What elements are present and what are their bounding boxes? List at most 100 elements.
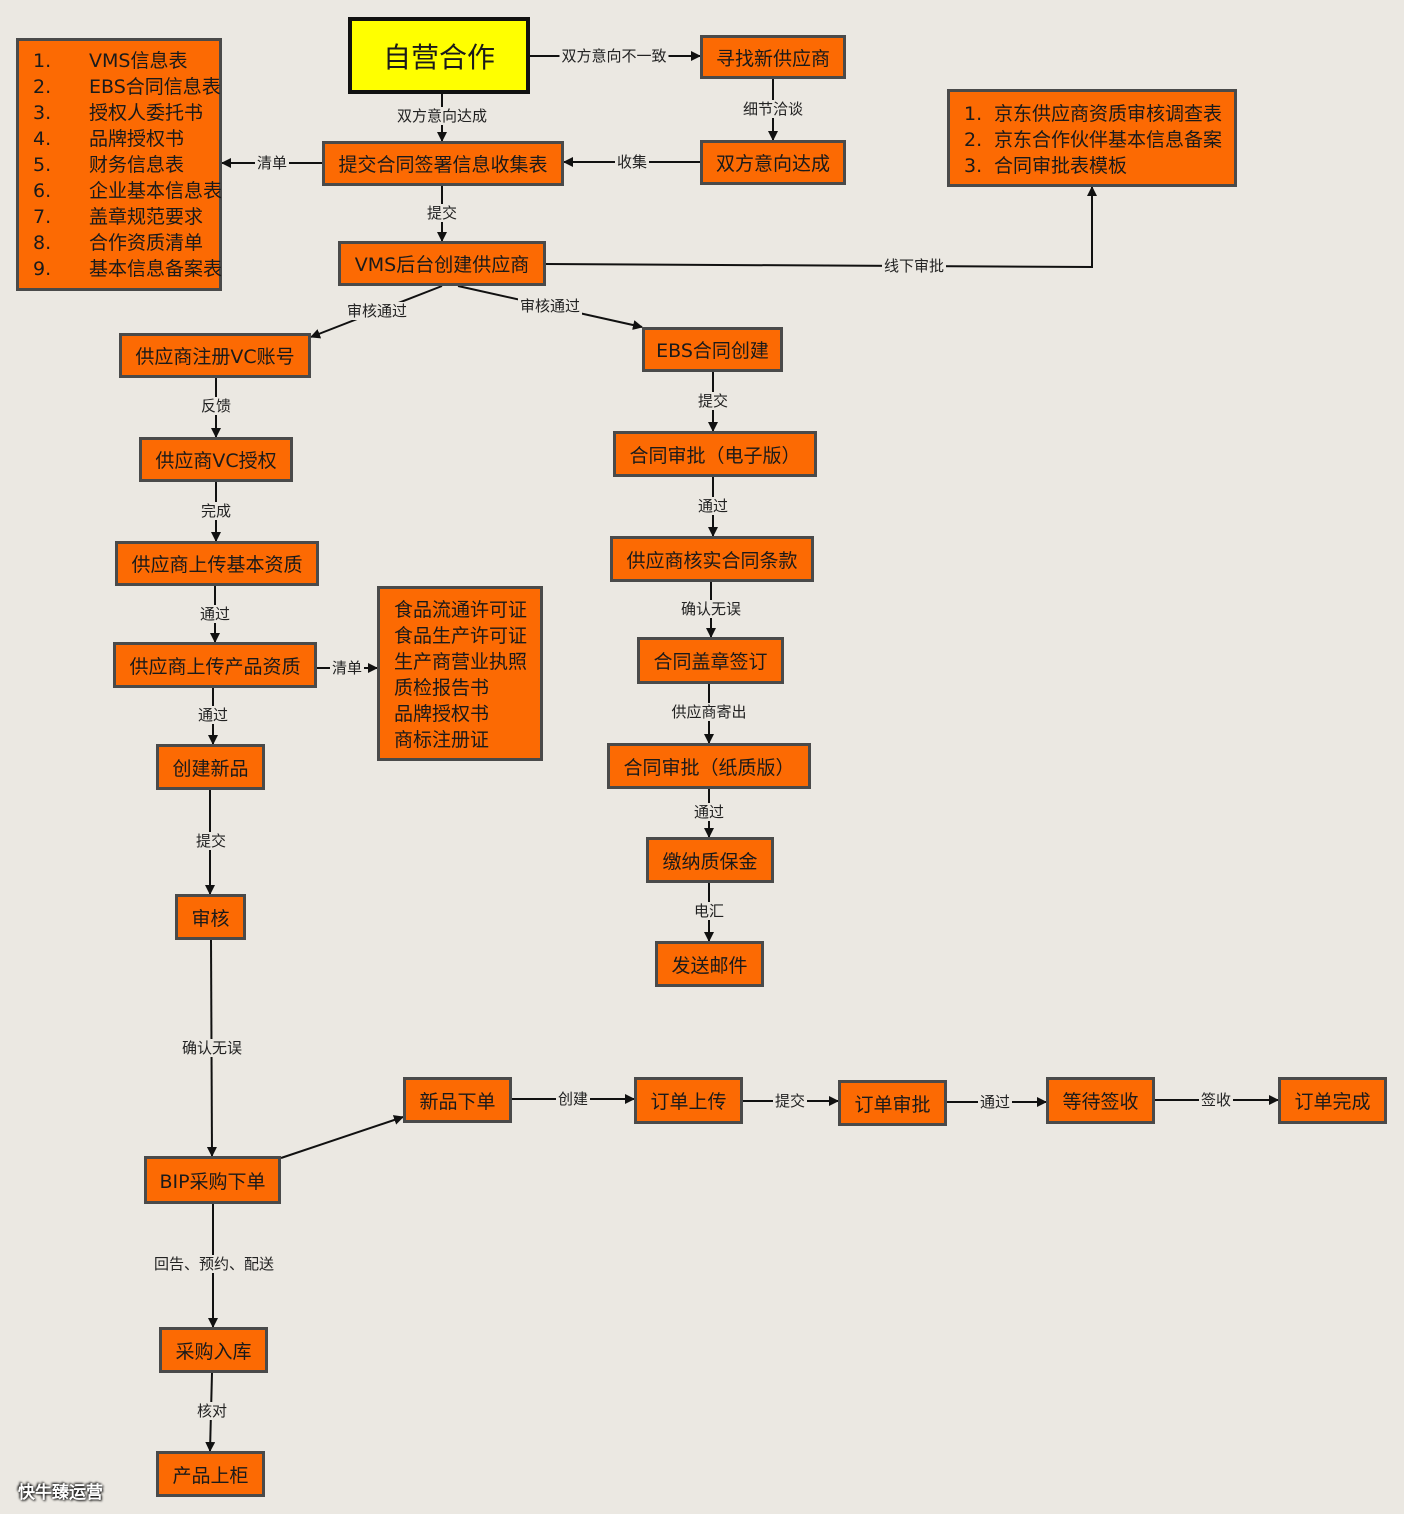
edge-label-start-find: 双方意向不一致	[559, 47, 669, 65]
node-vms-create: VMS后台创建供应商	[338, 241, 546, 286]
edge-label-verify-stamp: 确认无误	[678, 600, 744, 618]
list-item: 7. 盖章规范要求	[33, 204, 203, 230]
list-item-number: 7.	[33, 206, 52, 228]
list-item-text: 企业基本信息表	[89, 180, 223, 202]
edge-label-submit-vms: 提交	[424, 204, 460, 222]
edge-label-deposit-mail: 电汇	[691, 902, 727, 920]
list-item: 3.合同审批表模板	[964, 153, 1127, 179]
list-item: 品牌授权书	[394, 701, 489, 727]
list-item: 2. 京东合作伙伴基本信息备案	[964, 127, 1222, 153]
node-create-product: 创建新品	[156, 744, 265, 790]
edge-label-vms-ebs: 审核通过	[517, 297, 583, 315]
list-item-number: 6.	[33, 180, 52, 202]
edge-label-basic-product: 通过	[197, 605, 233, 623]
list-item-number: 2.	[964, 129, 983, 151]
edge-label-paper-deposit: 通过	[691, 803, 727, 821]
list-item: 8. 合作资质清单	[33, 230, 203, 256]
edge-label-stamp-paper: 供应商寄出	[669, 703, 749, 721]
list-item-text: 质检报告书	[394, 677, 490, 699]
watermark: 快牛臻运营	[18, 1483, 103, 1503]
edge-label-find-agree: 细节洽谈	[740, 100, 806, 118]
list-item-text: 生产商营业执照	[394, 651, 528, 673]
edge-label-vms-vc: 审核通过	[344, 302, 410, 320]
connector-bip-new	[280, 1115, 404, 1159]
node-review: 审核	[175, 894, 246, 940]
list-item-number: 5.	[33, 154, 52, 176]
edge-label-vc-auth: 反馈	[198, 397, 234, 415]
node-upload-product: 供应商上传产品资质	[113, 642, 317, 688]
edge-label-review-bip: 确认无误	[179, 1039, 245, 1057]
edge-label-create-review: 提交	[193, 832, 229, 850]
list-item-text: 京东供应商资质审核调查表	[994, 103, 1223, 125]
edge-label-product-licenses: 清单	[329, 659, 365, 677]
list-item-text: 合同审批表模板	[994, 155, 1128, 177]
node-ebs-create: EBS合同创建	[642, 327, 783, 372]
node-find-supplier: 寻找新供应商	[700, 35, 846, 79]
list-item: 3. 授权人委托书	[33, 100, 203, 126]
list-item-text: 品牌授权书	[394, 703, 490, 725]
list-item-text: 盖章规范要求	[89, 206, 204, 228]
connector-vms-jd	[545, 186, 1097, 269]
list-item-text: 食品生产许可证	[394, 625, 528, 647]
list-item: 4.品牌授权书	[33, 126, 184, 152]
list-item: 商标注册证	[394, 727, 489, 753]
list-item: 食品流通许可证	[394, 597, 527, 623]
list-item-text: 授权人委托书	[89, 102, 204, 124]
node-vc-register: 供应商注册VC账号	[119, 333, 311, 378]
list-item: 1. VMS信息表	[33, 48, 187, 74]
node-deposit: 缴纳质保金	[646, 837, 774, 883]
node-approve-paper: 合同审批（纸质版）	[607, 743, 811, 789]
list-item-text: 京东合作伙伴基本信息备案	[994, 129, 1223, 151]
licenses-list-box: 食品流通许可证食品生产许可证生产商营业执照质检报告书品牌授权书商标注册证	[377, 586, 543, 761]
edge-label-in-shelf: 核对	[194, 1402, 230, 1420]
edge-label-submit-docs: 清单	[254, 154, 290, 172]
node-vc-auth: 供应商VC授权	[139, 437, 293, 482]
list-item: 生产商营业执照	[394, 649, 527, 675]
edge-label-neworder-upload: 创建	[555, 1090, 591, 1108]
list-item-number: 9.	[33, 258, 52, 280]
node-await-sign: 等待签收	[1046, 1077, 1155, 1124]
edge-label-e-verify: 通过	[695, 497, 731, 515]
edge-label-vms-jd: 线下审批	[881, 257, 947, 275]
list-item: 质检报告书	[394, 675, 489, 701]
edge-label-review-sign: 通过	[977, 1093, 1013, 1111]
node-bip-order: BIP采购下单	[144, 1156, 281, 1204]
list-item-text: 基本信息备案表	[89, 258, 223, 280]
edge-label-agree-submit: 收集	[614, 153, 650, 171]
list-item-number: 3.	[33, 102, 52, 124]
list-item-number: 1.	[964, 103, 983, 125]
node-shelf: 产品上柜	[156, 1451, 265, 1497]
node-approve-electronic: 合同审批（电子版）	[613, 431, 817, 477]
list-item: 1. 京东供应商资质审核调查表	[964, 101, 1222, 127]
list-item: 9. 基本信息备案表	[33, 256, 222, 282]
list-item-text: 财务信息表	[89, 154, 185, 176]
node-purchase-in: 采购入库	[159, 1327, 268, 1373]
edge-label-upload-review: 提交	[772, 1092, 808, 1110]
node-agreement-reached: 双方意向达成	[700, 140, 846, 185]
node-start: 自营合作	[348, 17, 530, 94]
list-item-number: 1.	[33, 50, 52, 72]
edge-label-sign-done: 签收	[1198, 1091, 1234, 1109]
list-item-text: EBS合同信息表	[89, 76, 221, 98]
node-verify-terms: 供应商核实合同条款	[610, 536, 814, 582]
node-order-upload: 订单上传	[634, 1077, 743, 1124]
list-item-number: 2.	[33, 76, 52, 98]
list-item: 6. 企业基本信息表	[33, 178, 222, 204]
node-submit-form: 提交合同签署信息收集表	[322, 141, 564, 186]
list-item-text: 食品流通许可证	[394, 599, 528, 621]
list-item-number: 8.	[33, 232, 52, 254]
list-item: 食品生产许可证	[394, 623, 527, 649]
edge-label-ebs-e: 提交	[695, 392, 731, 410]
node-order-review: 订单审批	[838, 1080, 947, 1126]
node-send-mail: 发送邮件	[655, 941, 764, 987]
node-order-done: 订单完成	[1278, 1077, 1387, 1124]
edge-label-auth-basic: 完成	[198, 502, 234, 520]
list-item-text: VMS信息表	[89, 50, 188, 72]
node-new-order: 新品下单	[403, 1077, 512, 1123]
node-upload-basic: 供应商上传基本资质	[115, 541, 319, 586]
list-item-text: 商标注册证	[394, 729, 490, 751]
list-item-text: 合作资质清单	[89, 232, 204, 254]
edge-label-product-create: 通过	[195, 706, 231, 724]
